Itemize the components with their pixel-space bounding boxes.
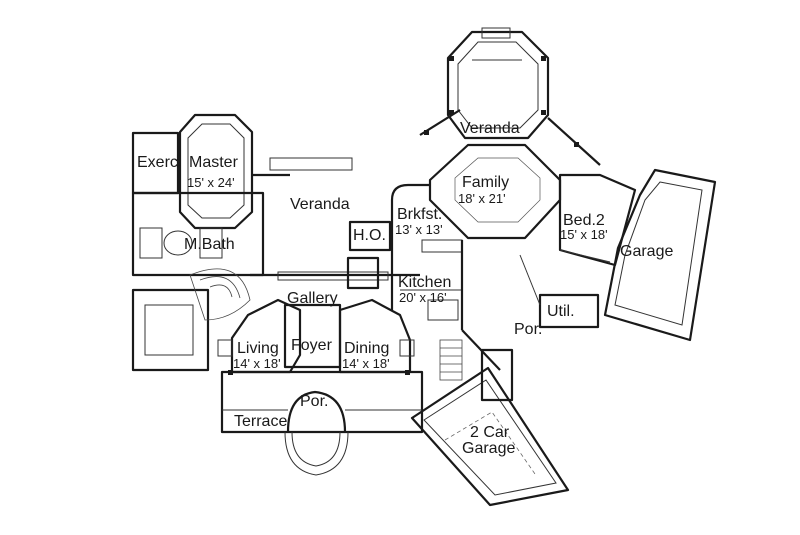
room-label-bed2: Bed.2	[563, 212, 605, 229]
two-car-garage-structure	[410, 329, 570, 507]
room-label-veranda-top: Veranda	[460, 120, 520, 137]
room-label-brkfst: Brkfst.	[397, 206, 442, 223]
front-porch-structure	[220, 370, 424, 476]
room-label-por-front: Por.	[300, 393, 328, 410]
room-dims-dining: 14' x 18'	[342, 356, 390, 371]
room-label-living: Living	[237, 340, 279, 357]
room-dims-brkfst: 13' x 13'	[395, 222, 443, 237]
room-label-kitchen: Kitchen	[398, 274, 451, 291]
room-label-gallery: Gallery	[287, 290, 338, 307]
room-label-garage-2car: 2 Car	[470, 424, 510, 441]
room-label-garage-2car-line2: Garage	[462, 440, 515, 457]
room-label-terrace: Terrace	[234, 413, 287, 430]
room-dims-living: 14' x 18'	[233, 356, 281, 371]
veranda-top-structure	[446, 27, 550, 140]
room-label-mbath: M.Bath	[184, 236, 235, 253]
room-dims-kitchen: 20' x 16'	[399, 290, 447, 305]
room-label-master: Master	[189, 154, 239, 171]
room-label-por-side: Por.	[514, 321, 542, 338]
room-label-util: Util.	[547, 303, 575, 320]
room-label-foyer: Foyer	[291, 337, 333, 354]
room-dims-bed2: 15' x 18'	[560, 227, 608, 242]
room-label-ho: H.O.	[353, 227, 386, 244]
room-dims-master: 15' x 24'	[187, 175, 235, 190]
room-label-exerc: Exerc.	[137, 154, 182, 171]
kitchen-structure	[348, 183, 464, 330]
room-label-family: Family	[462, 174, 509, 191]
room-dims-family: 18' x 21'	[458, 191, 506, 206]
bed2-garage-structure	[519, 168, 717, 342]
room-label-veranda-main: Veranda	[290, 196, 350, 213]
master-wing-structure	[131, 113, 290, 372]
room-label-dining: Dining	[344, 340, 389, 357]
room-label-garage-right: Garage	[620, 243, 673, 260]
